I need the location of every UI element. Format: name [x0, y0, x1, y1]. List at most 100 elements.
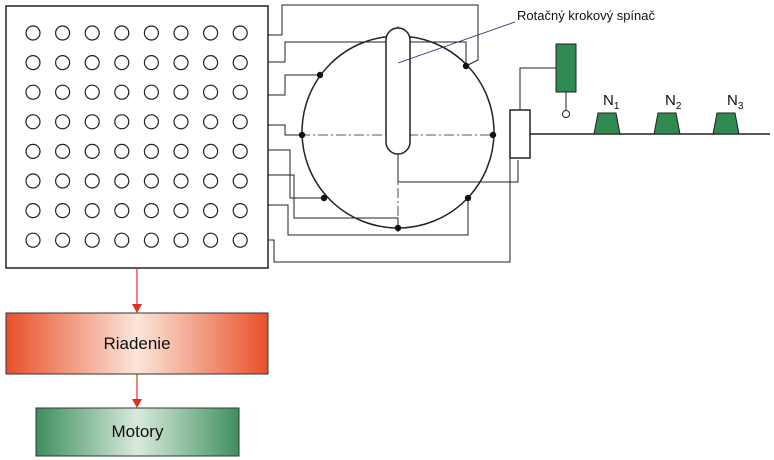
switch-contacts [298, 62, 497, 232]
matrix-hole [143, 25, 159, 41]
sensor-lead [519, 67, 556, 110]
contact-dot [462, 62, 470, 70]
matrix-hole [143, 232, 159, 248]
contact-dot [464, 194, 472, 202]
control-block-label: Riadenie [103, 333, 171, 353]
matrix-hole [173, 173, 189, 189]
matrix-hole [54, 25, 71, 41]
wire-2 [268, 41, 467, 66]
matrix-hole [54, 84, 71, 100]
matrix-hole [143, 84, 159, 100]
node-label-2: N2 [665, 92, 682, 112]
sensor [555, 43, 577, 93]
matrix-hole [203, 203, 219, 219]
matrix-hole [143, 143, 159, 159]
matrix-hole [25, 143, 41, 159]
callout-leader [397, 21, 516, 64]
wire-3 [268, 74, 320, 96]
node-label-3: N3 [727, 92, 744, 112]
node-3 [712, 112, 740, 135]
motors-block-label: Motory [111, 422, 164, 441]
contact-dot [489, 131, 497, 139]
matrix-hole [84, 173, 100, 189]
matrix-hole [232, 84, 248, 100]
node-2 [653, 112, 681, 135]
matrix-hole [114, 173, 130, 189]
matrix-hole [114, 54, 130, 71]
matrix-hole [84, 203, 100, 219]
matrix-hole [84, 143, 100, 159]
matrix-hole [114, 232, 130, 248]
matrix-hole [232, 25, 248, 41]
matrix-hole [173, 143, 189, 159]
matrix-hole [203, 173, 219, 189]
matrix-hole [203, 25, 219, 41]
matrix-hole [173, 114, 189, 130]
matrix-hole [25, 54, 41, 71]
arrow-to-motors-head [132, 399, 142, 408]
arrow-to-control-head [132, 304, 142, 313]
matrix-hole [203, 114, 219, 130]
matrix-hole [232, 114, 248, 130]
matrix-hole [173, 25, 189, 41]
node-1 [593, 112, 621, 135]
matrix-hole [84, 25, 100, 41]
matrix-hole [54, 232, 71, 248]
contact-dot [298, 131, 306, 139]
resistor [509, 109, 531, 159]
wire-1 [268, 4, 479, 67]
contact-dot [394, 224, 402, 232]
matrix-hole [232, 143, 248, 159]
matrix-hole [84, 54, 100, 71]
wiper-lead [397, 148, 519, 183]
matrix-hole [54, 173, 71, 189]
rotary-wiper-arm [385, 27, 411, 155]
wire-5 [268, 149, 324, 199]
matrix-hole [114, 25, 130, 41]
node-label-1: N1 [603, 92, 620, 112]
matrix-hole [232, 203, 248, 219]
matrix-hole [232, 173, 248, 189]
matrix-hole [25, 84, 41, 100]
matrix-hole [25, 25, 41, 41]
control-block [5, 312, 269, 375]
matrix-hole [173, 203, 189, 219]
matrix-hole [114, 203, 130, 219]
matrix-hole [232, 54, 248, 71]
matrix-hole [114, 84, 130, 100]
matrix-hole [84, 84, 100, 100]
contact-dot [320, 194, 328, 202]
matrix-hole [54, 143, 71, 159]
wire-7 [268, 198, 469, 236]
matrix-hole [25, 114, 41, 130]
matrix-hole [54, 54, 71, 71]
matrix-hole [203, 232, 219, 248]
rotary-switch-callout: Rotačný krokový spínač [517, 8, 656, 23]
sensor-tip [562, 110, 570, 118]
line-nodes [593, 112, 740, 135]
matrix-hole [25, 232, 41, 248]
matrix-hole [173, 84, 189, 100]
wiring [268, 4, 519, 263]
wire-6 [268, 174, 399, 228]
matrix-hole [203, 143, 219, 159]
matrix-hole [143, 114, 159, 130]
matrix-hole [114, 143, 130, 159]
matrix-hole [84, 114, 100, 130]
matrix-hole [25, 203, 41, 219]
matrix-hole [84, 232, 100, 248]
contact-matrix-holes [25, 25, 248, 248]
matrix-hole [173, 54, 189, 71]
matrix-hole [25, 173, 41, 189]
matrix-hole [203, 54, 219, 71]
motors-block [35, 407, 240, 457]
wire-4 [268, 124, 302, 136]
wire-8 [268, 158, 511, 263]
contact-matrix-panel [5, 5, 269, 269]
matrix-hole [143, 173, 159, 189]
matrix-hole [232, 232, 248, 248]
flow-arrows [132, 268, 142, 408]
matrix-hole [54, 114, 71, 130]
matrix-hole [54, 203, 71, 219]
